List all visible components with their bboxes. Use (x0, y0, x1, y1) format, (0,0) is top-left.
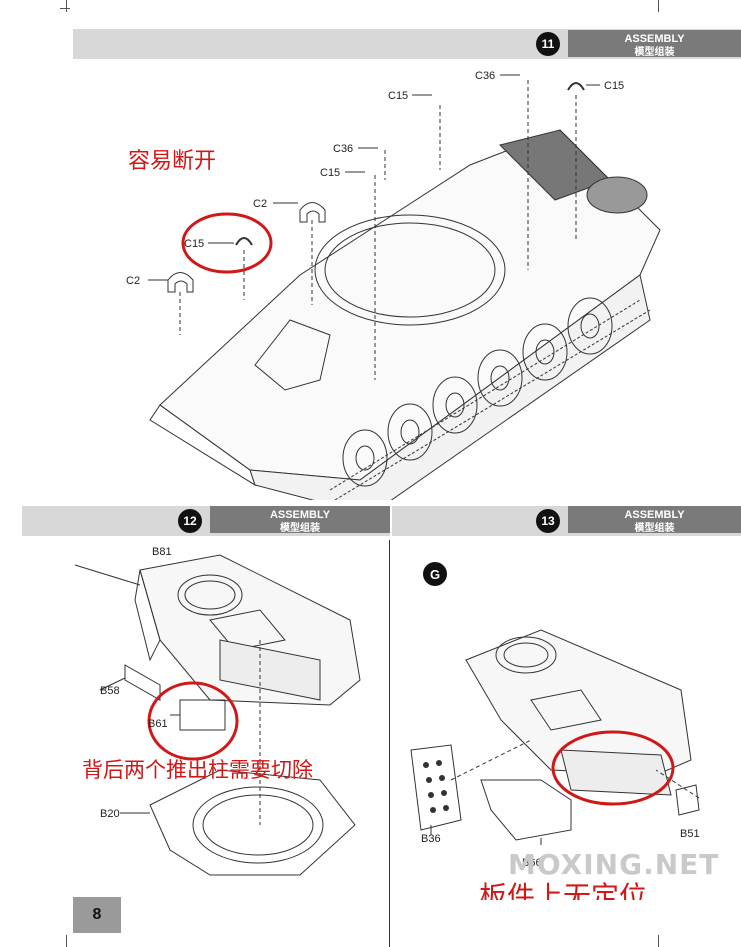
crop-mark (66, 0, 79, 12)
tag-en: ASSEMBLY (269, 509, 331, 521)
panel-divider (389, 540, 390, 947)
part-label: C15 (320, 167, 340, 179)
part-label: C36 (475, 70, 495, 82)
step13-number: 13 (536, 509, 560, 533)
crop-mark (66, 935, 79, 947)
crop-mark (658, 935, 671, 947)
step13-turret-drawing: G B36 B66 B51 板件上无定位 (410, 562, 700, 900)
step12-assembly-tag: ASSEMBLY 模型组装 (210, 506, 390, 534)
part-label: B66 (522, 857, 542, 869)
part-label: B20 (100, 808, 120, 820)
step11-number: 11 (536, 32, 560, 56)
annotation-note: 背后两个推出柱需要切除 (82, 758, 313, 782)
tag-zh: 模型组装 (634, 523, 675, 534)
part-label: C36 (333, 143, 353, 155)
step13-assembly-tag: ASSEMBLY 模型组装 (568, 506, 741, 534)
part-label: C2 (126, 275, 140, 287)
part-label: C15 (388, 90, 408, 102)
part-label: B58 (100, 685, 120, 697)
part-label: B81 (152, 546, 172, 558)
step12-number: 12 (178, 509, 202, 533)
tag-zh: 模型组装 (280, 523, 320, 534)
subassembly-letter: G (430, 567, 440, 582)
part-label: C15 (184, 238, 204, 250)
part-label: C15 (604, 80, 624, 92)
part-label: B51 (680, 828, 700, 840)
annotation-note: 板件上无定位 (479, 880, 647, 900)
step12-turret-drawing: B81 B58 B61 B20 背后两个推出柱需要切除 (74, 546, 361, 876)
tag-en: ASSEMBLY (624, 33, 685, 45)
crop-mark (60, 8, 70, 21)
step11-assembly-tag: ASSEMBLY 模型组装 (568, 30, 741, 58)
part-label: B36 (421, 833, 441, 845)
part-label: B61 (148, 718, 168, 730)
page-number: 8 (73, 897, 121, 933)
annotation-note: 容易断开 (128, 149, 216, 174)
watermark: MOXING.NET (508, 848, 720, 881)
step11-hull-drawing: C36 C15 C15 C36 C15 C2 C15 C2 容易断开 (126, 70, 661, 500)
crop-mark (658, 0, 671, 12)
tag-zh: 模型组装 (634, 47, 675, 58)
tag-en: ASSEMBLY (624, 509, 685, 521)
subassembly-badge (423, 562, 447, 586)
part-label: C2 (253, 198, 267, 210)
